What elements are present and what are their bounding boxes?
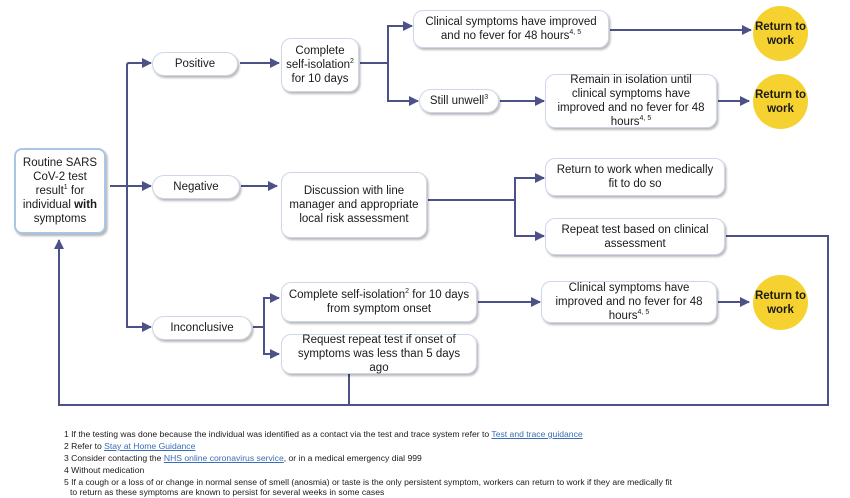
edge-isolation-to-unwell	[387, 63, 419, 106]
nhs-online-link[interactable]: NHS online coronavirus service	[163, 453, 284, 463]
test-and-trace-link[interactable]: Test and trace guidance	[491, 429, 583, 439]
return-to-work-top: Return to work	[753, 6, 808, 61]
remain-isolation-node: Remain in isolation until clinical sympt…	[545, 74, 717, 128]
self-isolation-node: Complete self-isolation2 for 10 days	[281, 38, 359, 92]
improved-bottom-node: Clinical symptoms have improved and no f…	[541, 281, 717, 323]
edge-discussion-to-repeat	[514, 200, 545, 241]
edge-start-to-positive	[110, 58, 152, 187]
edge-repeat-to-start	[54, 235, 829, 406]
footnote-4: 4 Without medication	[64, 465, 145, 475]
edge-discussion-to-fit	[428, 173, 545, 201]
positive-node: Positive	[152, 52, 238, 76]
edge-inconclusive-to-onset	[253, 293, 280, 328]
return-to-work-middle: Return to work	[753, 74, 808, 129]
footnote-5-line2: to return as these symptoms are known to…	[70, 487, 385, 497]
return-when-fit-node: Return to work when medically fit to do …	[545, 158, 725, 196]
edge-start-to-inconclusive	[126, 186, 152, 332]
isolation-onset-node: Complete self-isolation2 for 10 days fro…	[281, 282, 477, 322]
still-unwell-node: Still unwell3	[419, 89, 499, 113]
discussion-node: Discussion with line manager and appropr…	[281, 172, 427, 238]
return-to-work-bottom: Return to work	[753, 275, 808, 330]
start-node-test-result: Routine SARS CoV-2 test result1 for indi…	[14, 148, 106, 234]
inconclusive-node: Inconclusive	[152, 316, 252, 340]
footnote-1: 1 If the testing was done because the in…	[64, 429, 583, 439]
edge-inconclusive-to-request	[263, 327, 280, 359]
footnote-2: 2 Refer to Stay at Home Guidance	[64, 441, 196, 451]
footnote-3: 3 Consider contacting the NHS online cor…	[64, 453, 422, 463]
stay-at-home-link[interactable]: Stay at Home Guidance	[104, 441, 196, 451]
negative-node: Negative	[152, 175, 240, 199]
footnote-5: 5 If a cough or a loss of or change in n…	[64, 477, 673, 487]
repeat-test-clinical-node: Repeat test based on clinical assessment	[545, 218, 725, 255]
improved-top-node: Clinical symptoms have improved and no f…	[413, 10, 609, 48]
request-repeat-node: Request repeat test if onset of symptoms…	[281, 334, 477, 374]
edge-isolation-to-improved	[360, 21, 413, 64]
